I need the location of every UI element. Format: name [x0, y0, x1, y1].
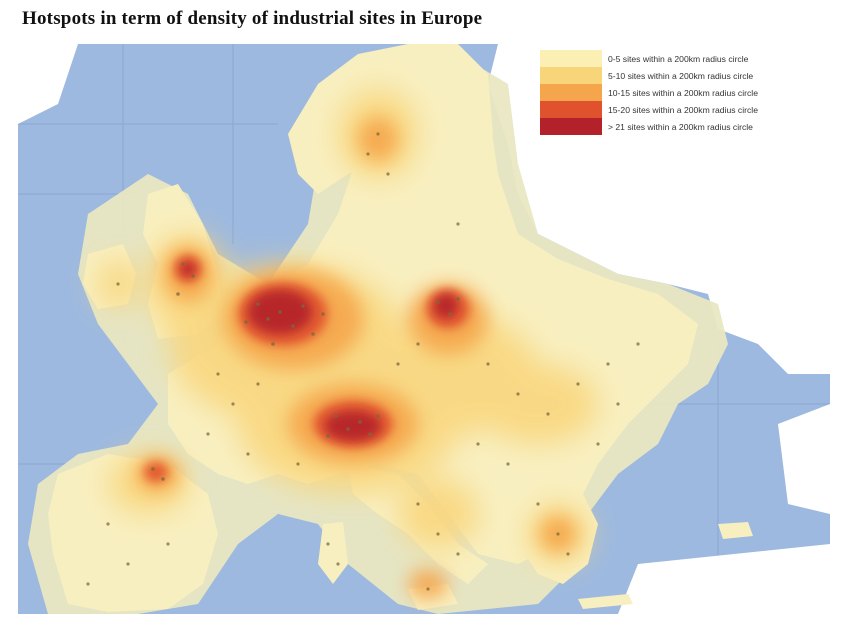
land-sardinia [318, 522, 348, 584]
map-canvas [18, 44, 830, 614]
map-title: Hotspots in term of density of industria… [22, 8, 483, 29]
non-study-land-northwest [18, 44, 78, 124]
land-cyprus [718, 522, 753, 539]
legend-label: 10-15 sites within a 200km radius circle [608, 87, 758, 98]
legend-item: > 21 sites within a 200km radius circle [540, 118, 830, 135]
legend-label: > 21 sites within a 200km radius circle [608, 121, 753, 132]
land-crete [578, 594, 633, 609]
legend-swatch [540, 101, 602, 118]
legend-item: 10-15 sites within a 200km radius circle [540, 84, 830, 101]
legend-label: 0-5 sites within a 200km radius circle [608, 53, 749, 64]
europe-density-map[interactable] [18, 44, 830, 614]
legend-item: 0-5 sites within a 200km radius circle [540, 50, 830, 67]
legend-swatch [540, 67, 602, 84]
industrial-site-markers [86, 132, 640, 591]
legend-swatch [540, 118, 602, 135]
density-legend: 0-5 sites within a 200km radius circle 5… [540, 50, 830, 135]
legend-label: 15-20 sites within a 200km radius circle [608, 104, 758, 115]
legend-item: 5-10 sites within a 200km radius circle [540, 67, 830, 84]
legend-swatch [540, 84, 602, 101]
legend-swatch [540, 50, 602, 67]
non-study-land-southeast [778, 404, 830, 514]
non-study-land-south [618, 544, 830, 614]
legend-item: 15-20 sites within a 200km radius circle [540, 101, 830, 118]
legend-label: 5-10 sites within a 200km radius circle [608, 70, 754, 81]
